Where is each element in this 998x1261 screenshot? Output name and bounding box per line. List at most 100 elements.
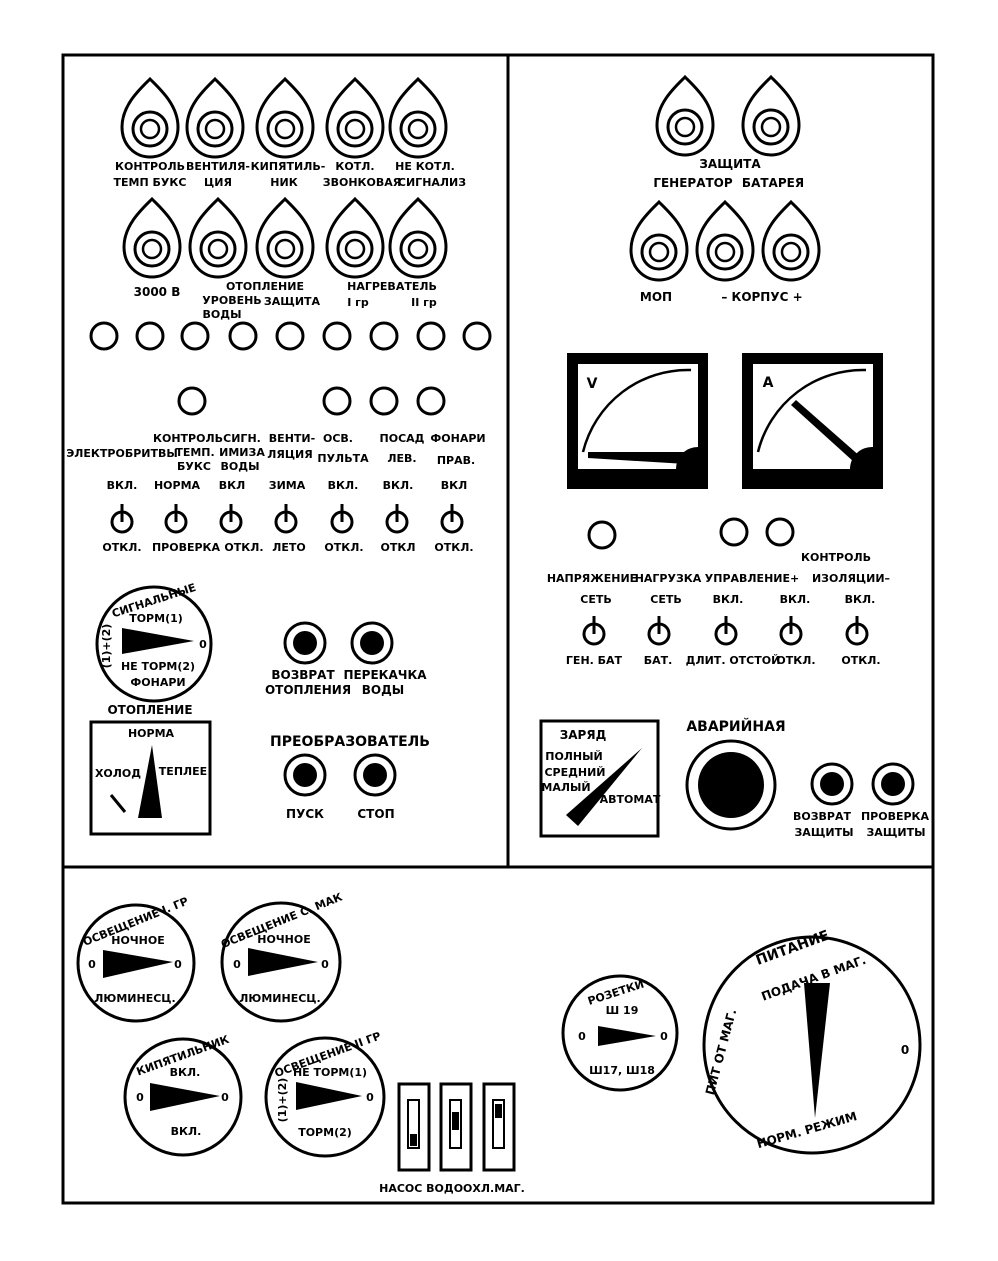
toggle-switch[interactable] xyxy=(845,614,869,646)
indicator-lamp xyxy=(177,386,207,416)
toggle-switch[interactable] xyxy=(647,614,671,646)
toggle-switch[interactable] xyxy=(385,502,409,534)
toggle-switch[interactable] xyxy=(440,502,464,534)
dial-label: НОРМ. РЕЖИМ xyxy=(755,1109,858,1151)
toggle-row-right: КОНТРОЛЬ НАПРЯЖЕНИЕ НАГРУЗКА УПРАВЛЕНИЕ+… xyxy=(547,551,890,667)
charge-selector[interactable]: ЗАРЯД ПОЛНЫЙ СРЕДНИЙ МАЛЫЙ АВТОМАТ xyxy=(539,719,661,838)
fuse-label: ВОДЫ xyxy=(203,308,242,321)
toggle-switch[interactable] xyxy=(219,502,243,534)
dial-label: НОЧНОЕ xyxy=(111,934,165,947)
fuse-label: ЗВОНКОВАЯ xyxy=(323,176,401,189)
heating-return-button[interactable] xyxy=(283,621,327,665)
converter-start-label: ПУСК xyxy=(286,807,324,821)
fuse-holder[interactable] xyxy=(761,200,821,282)
dial-label: ПИТ ОТ МАГ. xyxy=(703,1007,739,1096)
lighting-dial-1[interactable]: ОСВЕЩЕНИЕ I. ГР НОЧНОЕ 0 0 ЛЮМИНЕСЦ. xyxy=(76,895,196,1023)
indicator-lamp xyxy=(719,517,749,547)
protection-label: – КОРПУС + xyxy=(721,290,802,304)
dial-label: 0 xyxy=(660,1030,668,1043)
converter-stop-label: СТОП xyxy=(357,807,394,821)
fuse-label: КОТЛ. xyxy=(335,160,374,173)
fuse-holder[interactable] xyxy=(185,77,245,159)
converter-title: ПРЕОБРАЗОВАТЕЛЬ xyxy=(270,734,430,750)
emergency-section: АВАРИЙНАЯ xyxy=(685,718,786,831)
emergency-button[interactable] xyxy=(698,752,764,818)
toggle-label: НАГРУЗКА xyxy=(635,572,702,585)
fuse-label: НАГРЕВАТЕЛЬ xyxy=(347,280,437,293)
heating-pointer[interactable] xyxy=(138,745,162,818)
converter-start-button[interactable] xyxy=(283,753,327,797)
toggle-label: БУКС xyxy=(177,460,211,473)
protection-check-button[interactable] xyxy=(871,762,915,806)
toggle-switch[interactable] xyxy=(582,614,606,646)
toggle-off-label: ОТКЛ xyxy=(381,541,416,554)
toggle-off-label: ОТКЛ. xyxy=(224,541,263,554)
fuse-holder[interactable] xyxy=(388,77,448,159)
button-label: ПРОВЕРКА xyxy=(861,810,930,823)
heating-buttons: ВОЗВРАТ ОТОПЛЕНИЯ ПЕРЕКАЧКА ВОДЫ xyxy=(265,621,427,697)
boiler-dial[interactable]: КИПЯТИЛЬНИК ВКЛ. 0 0 ВКЛ. xyxy=(123,1033,243,1157)
dial-label: 0 xyxy=(578,1030,586,1043)
fuse-holder[interactable] xyxy=(695,200,755,282)
dial-label: ЛЮМИНЕСЦ. xyxy=(239,992,320,1005)
dial-label: 0 xyxy=(233,958,241,971)
dial-label: 0 xyxy=(199,638,207,651)
button-label: ВОДЫ xyxy=(362,683,404,697)
dial-label: 0 xyxy=(136,1091,144,1104)
fuse-label: КОНТРОЛЬ xyxy=(115,160,185,173)
fuse-holder[interactable] xyxy=(255,77,315,159)
toggle-label: ЭЛЕКТРОБРИТВЫ xyxy=(66,447,178,460)
toggle-switch[interactable] xyxy=(714,614,738,646)
fuse-holder[interactable] xyxy=(120,77,180,159)
indicator-lamp xyxy=(89,321,119,351)
indicator-lamp xyxy=(416,321,446,351)
toggle-switch[interactable] xyxy=(110,502,134,534)
toggle-switch[interactable] xyxy=(274,502,298,534)
toggle-label: ВОДЫ xyxy=(221,460,260,473)
slide-switch[interactable] xyxy=(439,1082,473,1172)
toggle-label: СЕТЬ xyxy=(580,593,611,606)
fuse-label: II гр xyxy=(411,296,437,309)
fuse-holder[interactable] xyxy=(655,75,715,157)
fuse-holder[interactable] xyxy=(122,197,182,279)
fuse-holder[interactable] xyxy=(741,75,801,157)
sockets-dial[interactable]: РОЗЕТКИ Ш 19 0 0 Ш17, Ш18 xyxy=(561,974,679,1092)
panel-frame xyxy=(61,53,935,1205)
lighting-dial-3[interactable]: ОСВЕЩЕНИЕ II ГР НЕ ТОРМ(1) (1)+(2) 0 ТОР… xyxy=(264,1029,386,1158)
toggle-switch[interactable] xyxy=(330,502,354,534)
toggle-switch[interactable] xyxy=(164,502,188,534)
charge-label: ПОЛНЫЙ xyxy=(545,750,603,763)
indicator-lamp xyxy=(135,321,165,351)
slide-switch[interactable] xyxy=(482,1082,516,1172)
fuse-label: 3000 В xyxy=(134,285,181,299)
slide-switch[interactable] xyxy=(397,1082,431,1172)
fuse-row-top: КОНТРОЛЬ ТЕМП БУКС ВЕНТИЛЯ- ЦИЯ КИПЯТИЛЬ… xyxy=(114,77,466,189)
power-dial[interactable]: ПИТАНИЕ ПОДАЧА В МАГ. ПИТ ОТ МАГ. 0 НОРМ… xyxy=(702,928,922,1155)
fuse-holder[interactable] xyxy=(325,77,385,159)
pump-label: НАСОС ВОДООХЛ.МАГ. xyxy=(379,1182,525,1195)
toggle-on-label: ВКЛ. xyxy=(383,479,414,492)
dial-label: 0 xyxy=(366,1091,374,1104)
toggle-switch[interactable] xyxy=(779,614,803,646)
dial-pointer xyxy=(150,1083,220,1111)
lighting-dial-2[interactable]: ОСВЕЩЕНИЕ С. МАК НОЧНОЕ 0 0 ЛЮМИНЕСЦ. xyxy=(219,890,344,1023)
dial-pointer xyxy=(598,1026,656,1046)
protection-label: ГЕНЕРАТОР xyxy=(653,176,733,190)
fuse-holder[interactable] xyxy=(325,197,385,279)
charge-label: МАЛЫЙ xyxy=(541,781,590,794)
heating-tick xyxy=(109,794,127,813)
toggle-label: НАПРЯЖЕНИЕ xyxy=(547,572,637,585)
toggle-label: ВЕНТИ- xyxy=(269,432,315,445)
fuse-holder[interactable] xyxy=(629,200,689,282)
converter-stop-button[interactable] xyxy=(353,753,397,797)
signal-lights-dial[interactable]: СИГНАЛЬНЫЕ ТОРМ(1) (1)+(2) 0 НЕ ТОРМ(2) … xyxy=(95,581,213,703)
fuse-holder[interactable] xyxy=(188,197,248,279)
fuse-holder[interactable] xyxy=(388,197,448,279)
voltmeter-scale xyxy=(581,368,692,453)
toggle-label: ТЕМП. xyxy=(175,446,214,459)
fuse-holder[interactable] xyxy=(255,197,315,279)
water-pump-button[interactable] xyxy=(350,621,394,665)
fuse-label: НЕ КОТЛ. xyxy=(395,160,455,173)
fuse-label: I гр xyxy=(347,296,369,309)
protection-return-button[interactable] xyxy=(810,762,854,806)
